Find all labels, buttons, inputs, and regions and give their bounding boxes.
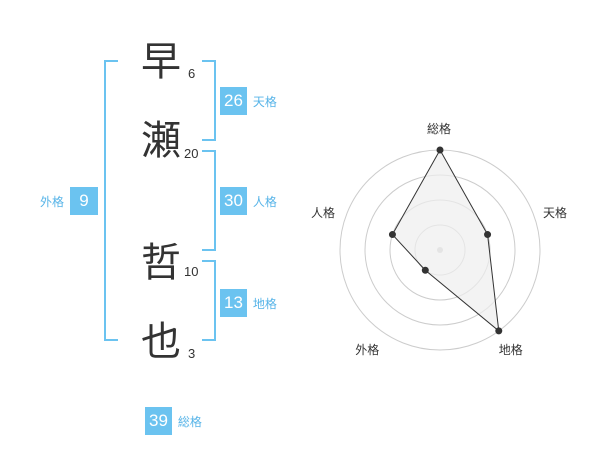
radar-axis-label-5: 人格	[310, 206, 335, 221]
radar-point-3	[495, 327, 503, 335]
name-char-1: 早	[141, 39, 181, 85]
gaikaku-bracket	[104, 60, 118, 341]
stroke-count-2: 20	[184, 146, 199, 161]
chikaku-bracket	[202, 260, 216, 341]
gaikaku-badge: 外格 9	[40, 187, 99, 215]
radar-point-1	[436, 146, 444, 154]
gaikaku-label: 外格	[40, 194, 65, 209]
name-char-4: 也	[141, 319, 181, 365]
chikaku-badge: 13 地格	[220, 289, 277, 317]
radar-series-polygon	[391, 148, 500, 333]
jinkaku-label: 人格	[252, 194, 277, 209]
stroke-count-4: 3	[188, 346, 196, 361]
stroke-count-3: 10	[184, 264, 199, 279]
chikaku-label: 地格	[252, 296, 277, 311]
chikaku-value: 13	[220, 289, 247, 317]
name-char-2: 瀬	[141, 118, 181, 164]
jinkaku-bracket	[202, 150, 216, 251]
radar-axis-label-4: 外格	[355, 342, 380, 357]
tenkaku-badge: 26 天格	[220, 87, 277, 115]
radar-axis-label-2: 天格	[543, 206, 568, 221]
radar-axis-label-1: 総格	[427, 122, 452, 136]
soukaku-value: 39	[145, 407, 172, 435]
radar-point-4	[421, 266, 429, 274]
radar-axis-label-3: 地格	[498, 342, 523, 357]
radar-point-5	[388, 231, 396, 239]
tenkaku-bracket	[202, 60, 216, 141]
jinkaku-value: 30	[220, 187, 247, 215]
stroke-count-1: 6	[188, 66, 196, 81]
name-char-3: 哲	[141, 240, 181, 286]
radar-point-2	[484, 231, 492, 239]
soukaku-badge: 39 総格	[145, 407, 202, 435]
tenkaku-label: 天格	[252, 94, 277, 109]
soukaku-label: 総格	[177, 414, 202, 429]
gaikaku-value: 9	[70, 187, 99, 215]
jinkaku-badge: 30 人格	[220, 187, 277, 215]
tenkaku-value: 26	[220, 87, 247, 115]
